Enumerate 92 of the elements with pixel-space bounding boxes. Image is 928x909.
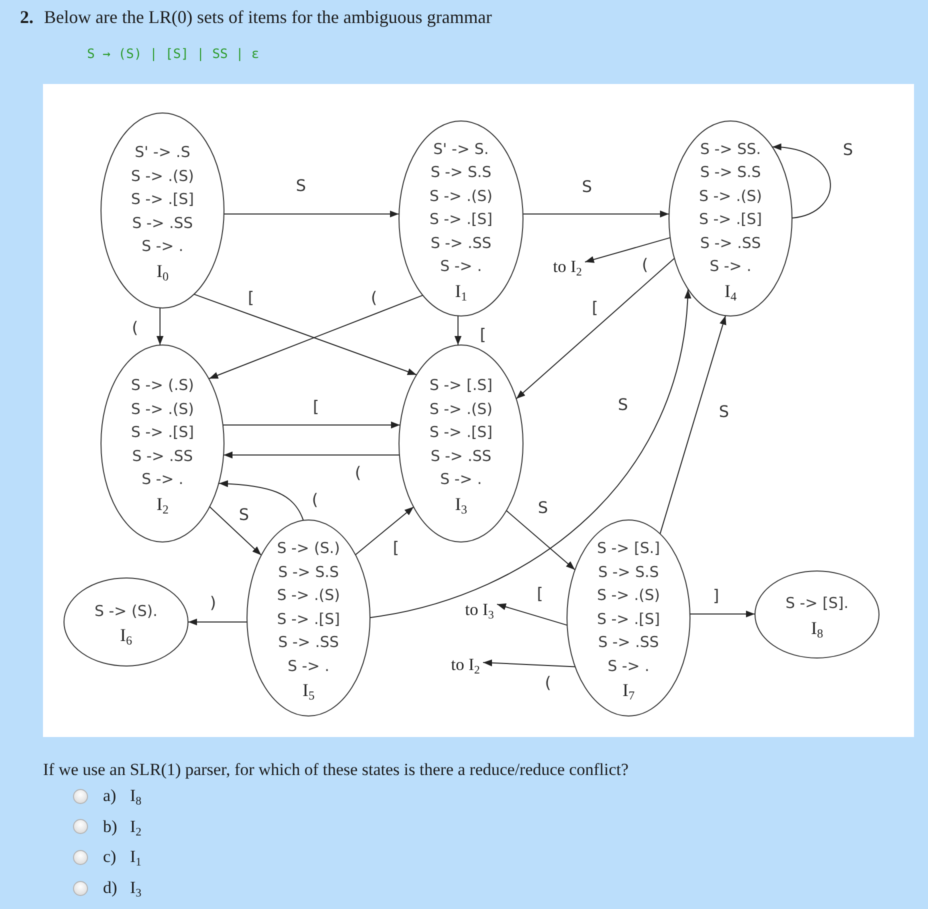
lr-item: S -> . bbox=[288, 656, 330, 676]
lr-item: S -> .SS bbox=[278, 632, 339, 653]
transition-arrow bbox=[218, 480, 304, 521]
transition-arrow bbox=[224, 210, 400, 218]
transition-arrow bbox=[496, 603, 568, 626]
state-name: I$_{0}$ bbox=[156, 260, 169, 283]
state-name: I$_{7}$ bbox=[622, 679, 635, 702]
lr-item: S -> .SS bbox=[430, 232, 492, 254]
state-ellipse bbox=[101, 345, 224, 542]
grammar-rule: S → (S) | [S] | SS | ε bbox=[87, 46, 260, 64]
lr-item: S -> [.S] bbox=[429, 375, 493, 396]
lr-item: S -> .(S) bbox=[596, 585, 660, 606]
transition-arrow bbox=[506, 510, 576, 570]
lr-item: S -> .[S] bbox=[596, 608, 660, 630]
goto-note: to I$_{3}$ bbox=[462, 599, 497, 621]
transition-arrow bbox=[584, 237, 671, 263]
lr-item: S' -> .S bbox=[134, 142, 190, 164]
lr-item: S -> .[S] bbox=[276, 608, 340, 630]
option-answer: I$_{8}$ bbox=[130, 785, 142, 807]
lr-item: S -> . bbox=[710, 256, 752, 277]
lr-item: S -> .(S) bbox=[130, 398, 194, 420]
option-letter: a) bbox=[103, 785, 118, 807]
lr-item: S -> [S.] bbox=[596, 538, 660, 559]
lr-item: S -> .SS bbox=[430, 446, 492, 467]
state-ellipse bbox=[247, 520, 370, 716]
transition-arrow bbox=[660, 315, 726, 534]
lr-item: S -> S.S bbox=[278, 562, 339, 582]
transition-arrow bbox=[188, 618, 248, 626]
lr-item: S -> . bbox=[440, 256, 482, 277]
state-ellipse bbox=[64, 578, 188, 666]
lr-item: S' -> S. bbox=[433, 138, 489, 160]
question-title: 2. Below are the LR(0) sets of items for the ambiguous grammar bbox=[20, 6, 492, 29]
lr-item: S -> SS. bbox=[700, 138, 761, 160]
transition-arrow bbox=[690, 610, 756, 618]
lr-item: S -> (.S) bbox=[130, 375, 194, 396]
question-text: If we use an SLR(1) parser, for which of these states is there a reduce/reduce conflict? bbox=[43, 759, 629, 781]
goto-note: to I$_{2}$ bbox=[448, 654, 483, 676]
transition-arrow bbox=[222, 422, 400, 428]
lr-item: S -> .(S) bbox=[698, 186, 762, 206]
option-answer: I$_{1}$ bbox=[130, 846, 142, 868]
lr-item: S -> .(S) bbox=[429, 398, 493, 420]
lr-item: S -> .SS bbox=[598, 632, 659, 653]
lr-item: S -> S.S bbox=[700, 162, 761, 183]
transition-arrow bbox=[370, 289, 691, 618]
lr-item: S -> .[S] bbox=[698, 209, 762, 230]
lr-item: S -> (S.) bbox=[276, 538, 340, 559]
option-answer: I$_{3}$ bbox=[130, 877, 142, 900]
lr-item: S -> . bbox=[608, 656, 650, 676]
lr-item: S -> . bbox=[142, 236, 184, 258]
transition-arrow bbox=[772, 144, 831, 218]
lr-item: S -> . bbox=[440, 469, 482, 490]
state-name: I$_{2}$ bbox=[156, 492, 169, 516]
option-answer: I$_{2}$ bbox=[130, 816, 142, 838]
transition-arrow bbox=[522, 210, 670, 218]
state-ellipse bbox=[399, 345, 523, 542]
transition-arrow bbox=[355, 506, 414, 556]
transition-arrow bbox=[209, 506, 262, 556]
state-ellipse bbox=[101, 113, 224, 308]
state-name: I$_{1}$ bbox=[454, 280, 468, 302]
state-ellipse bbox=[755, 571, 879, 658]
option-letter: d) bbox=[103, 877, 118, 900]
lr-item: S -> .(S) bbox=[130, 166, 194, 187]
lr-item: S -> .SS bbox=[132, 446, 193, 467]
lr-item: S -> [S]. bbox=[785, 593, 849, 614]
transition-arrow bbox=[156, 308, 164, 346]
lr-item: S -> .[S] bbox=[429, 209, 493, 230]
state-name: I$_{3}$ bbox=[454, 492, 468, 516]
option-letter: c) bbox=[103, 846, 118, 868]
lr-item: S -> .[S] bbox=[429, 422, 493, 444]
lr-item: S -> . bbox=[142, 469, 184, 490]
transition-arrow bbox=[454, 316, 462, 346]
state-ellipse bbox=[567, 520, 690, 716]
state-name: I$_{5}$ bbox=[302, 679, 315, 702]
transition-arrow bbox=[482, 659, 576, 668]
lr-item: S -> .(S) bbox=[429, 186, 493, 206]
option-letter: b) bbox=[103, 816, 118, 838]
lr-item: S -> .[S] bbox=[130, 422, 194, 444]
transition-arrow bbox=[223, 452, 400, 458]
lr-item: S -> S.S bbox=[598, 562, 659, 582]
lr-item: S -> .(S) bbox=[276, 585, 340, 606]
state-ellipse bbox=[669, 121, 792, 316]
lr-item: S -> S.S bbox=[430, 162, 492, 183]
lr-item: S -> .SS bbox=[700, 232, 761, 254]
state-name: I$_{4}$ bbox=[724, 280, 737, 302]
transition-arrow bbox=[516, 258, 675, 400]
state-name: I$_{8}$ bbox=[810, 616, 824, 640]
lr-item: S -> (S). bbox=[94, 600, 158, 622]
goto-note: to I$_{2}$ bbox=[550, 256, 585, 278]
lr-item: S -> .SS bbox=[132, 212, 193, 234]
lr-item: S -> .[S] bbox=[130, 189, 194, 210]
state-ellipse bbox=[399, 121, 523, 316]
state-name: I$_{6}$ bbox=[120, 624, 132, 648]
